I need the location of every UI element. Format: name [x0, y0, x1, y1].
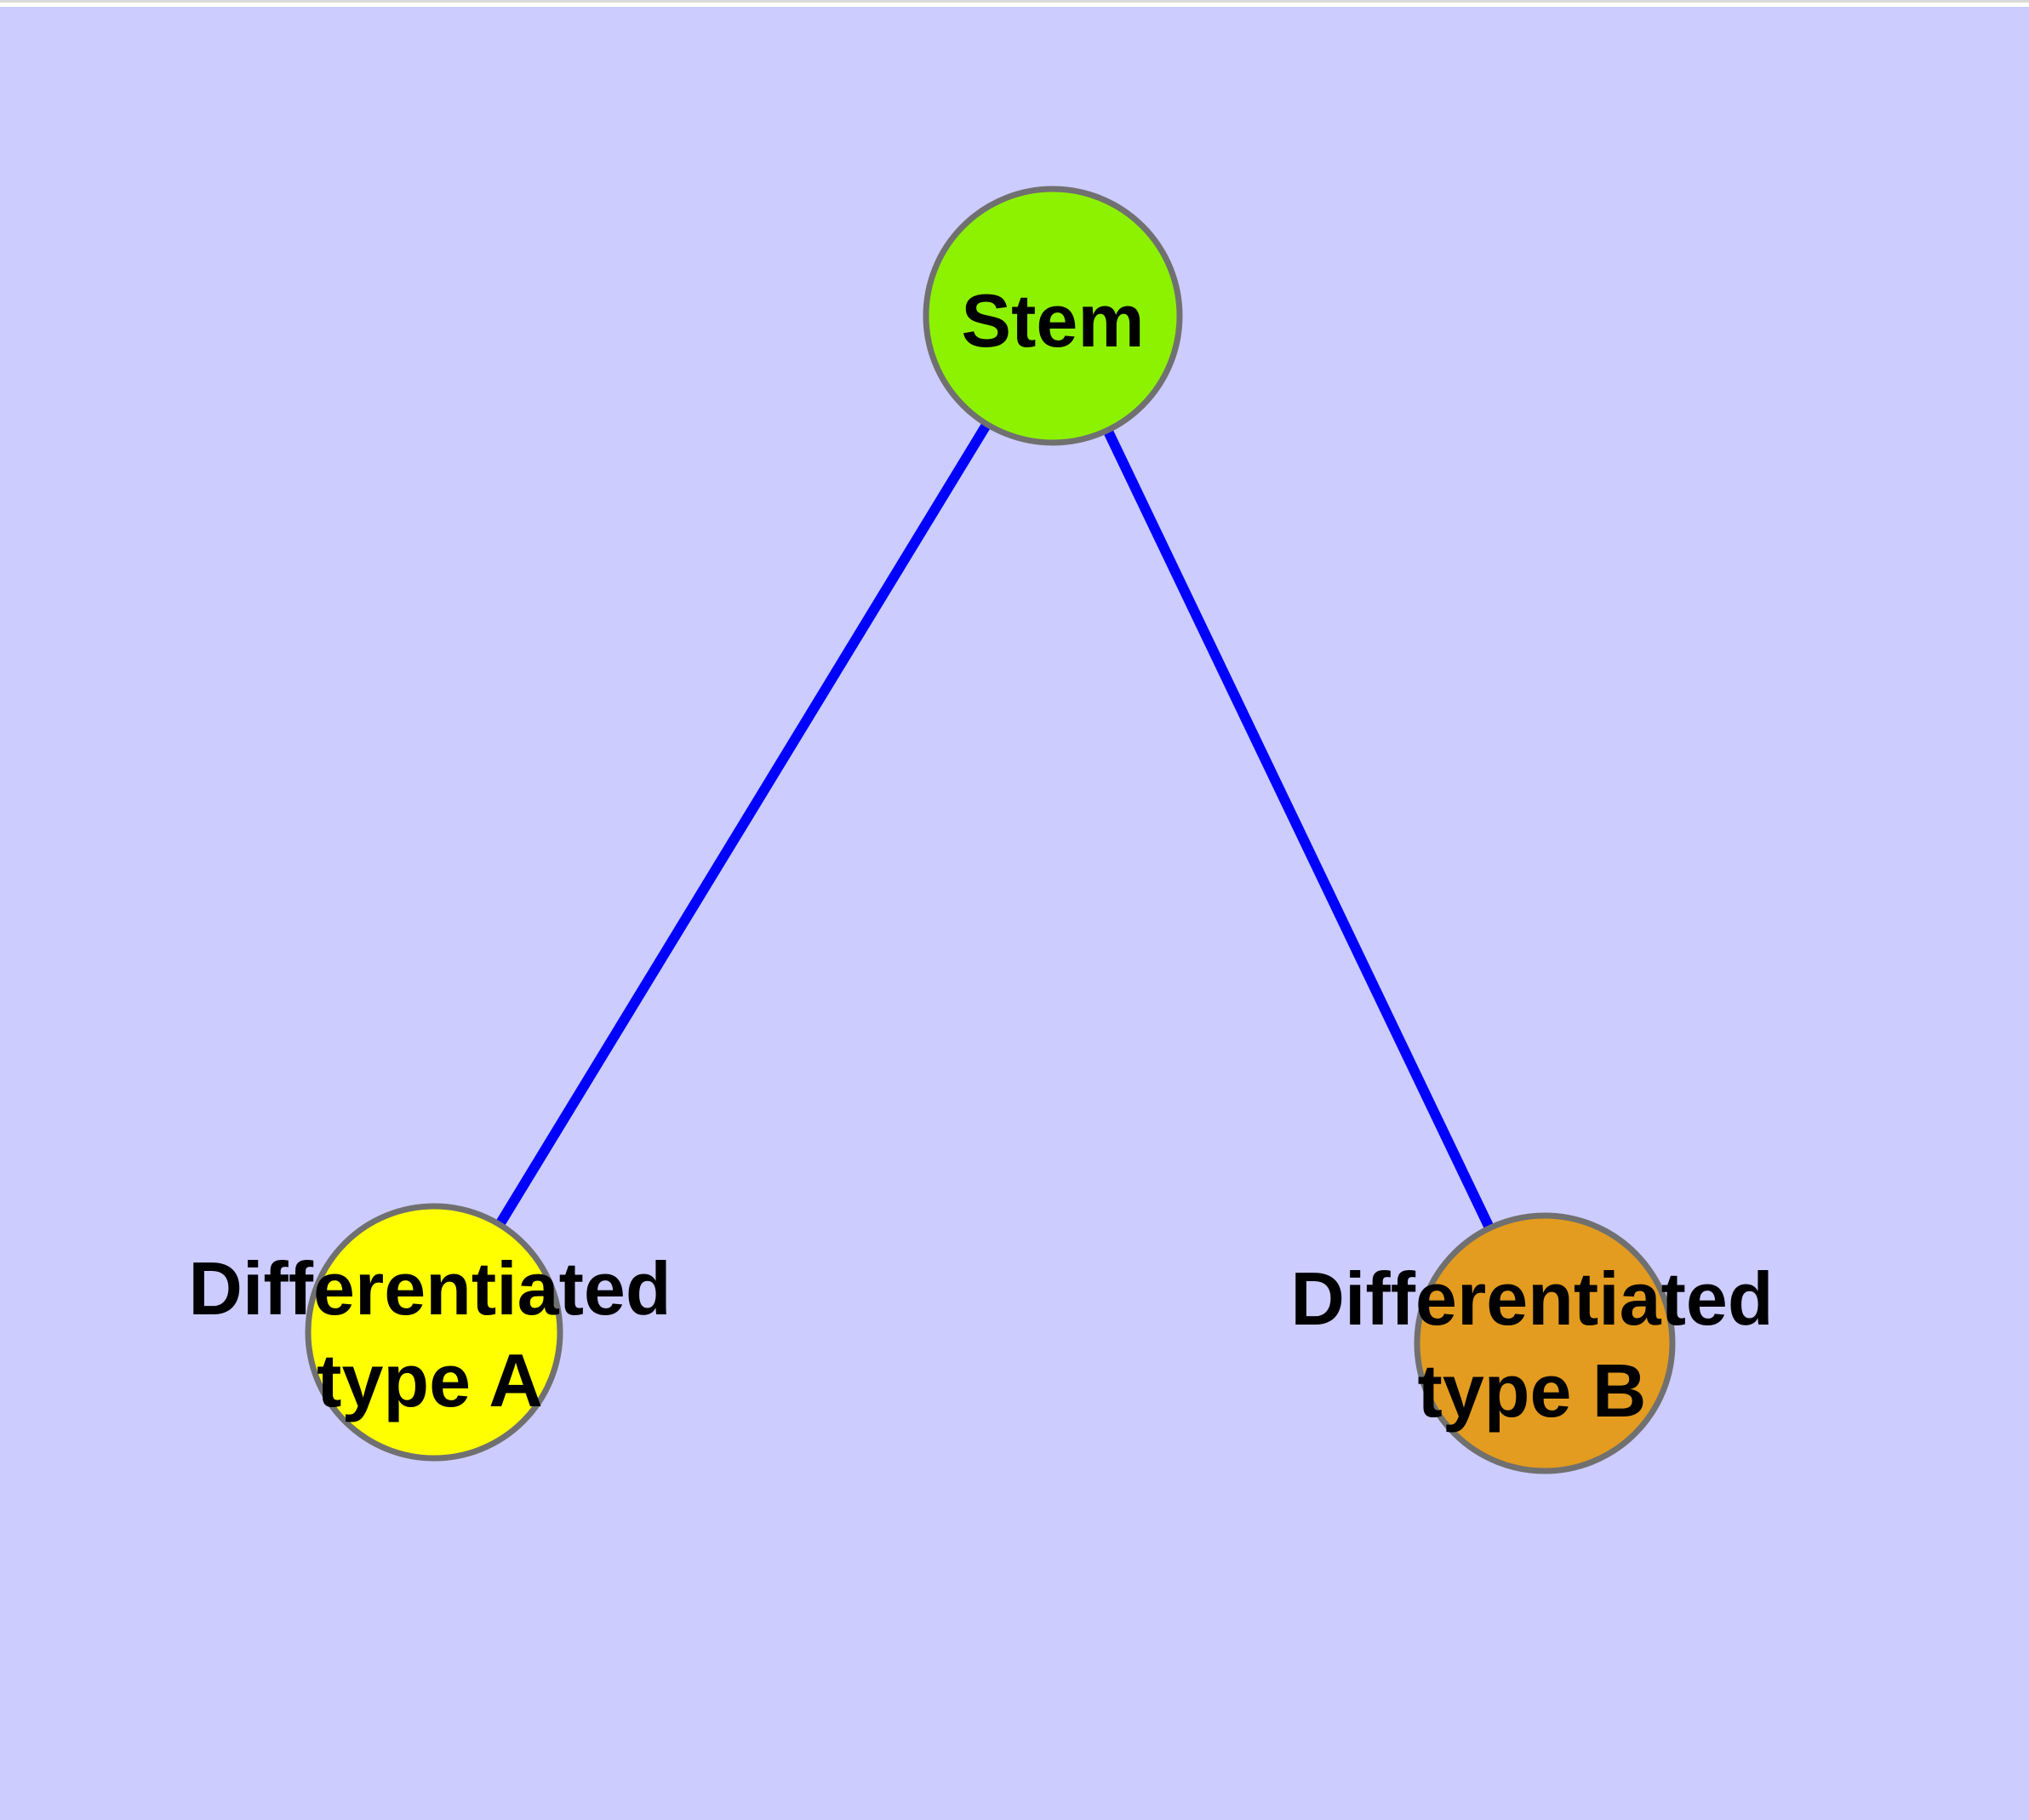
differentiated-type-b-label-line2: type B [1418, 1348, 1647, 1433]
edge-stem-to-type-b [1048, 313, 1550, 1346]
edge-stem-to-type-a [429, 312, 1058, 1336]
differentiated-type-b-label-line1: Differentiated [1290, 1256, 1773, 1341]
top-hairline [0, 0, 2029, 3]
differentiated-type-b-node-circle [1414, 1212, 1676, 1474]
differentiated-type-a-node-circle [305, 1203, 563, 1462]
differentiated-type-a-label-line2: type A [317, 1338, 543, 1422]
stem-node-circle [923, 186, 1183, 446]
stem-node-label: Stem [961, 278, 1144, 363]
differentiated-type-a-label-line1: Differentiated [188, 1246, 671, 1331]
